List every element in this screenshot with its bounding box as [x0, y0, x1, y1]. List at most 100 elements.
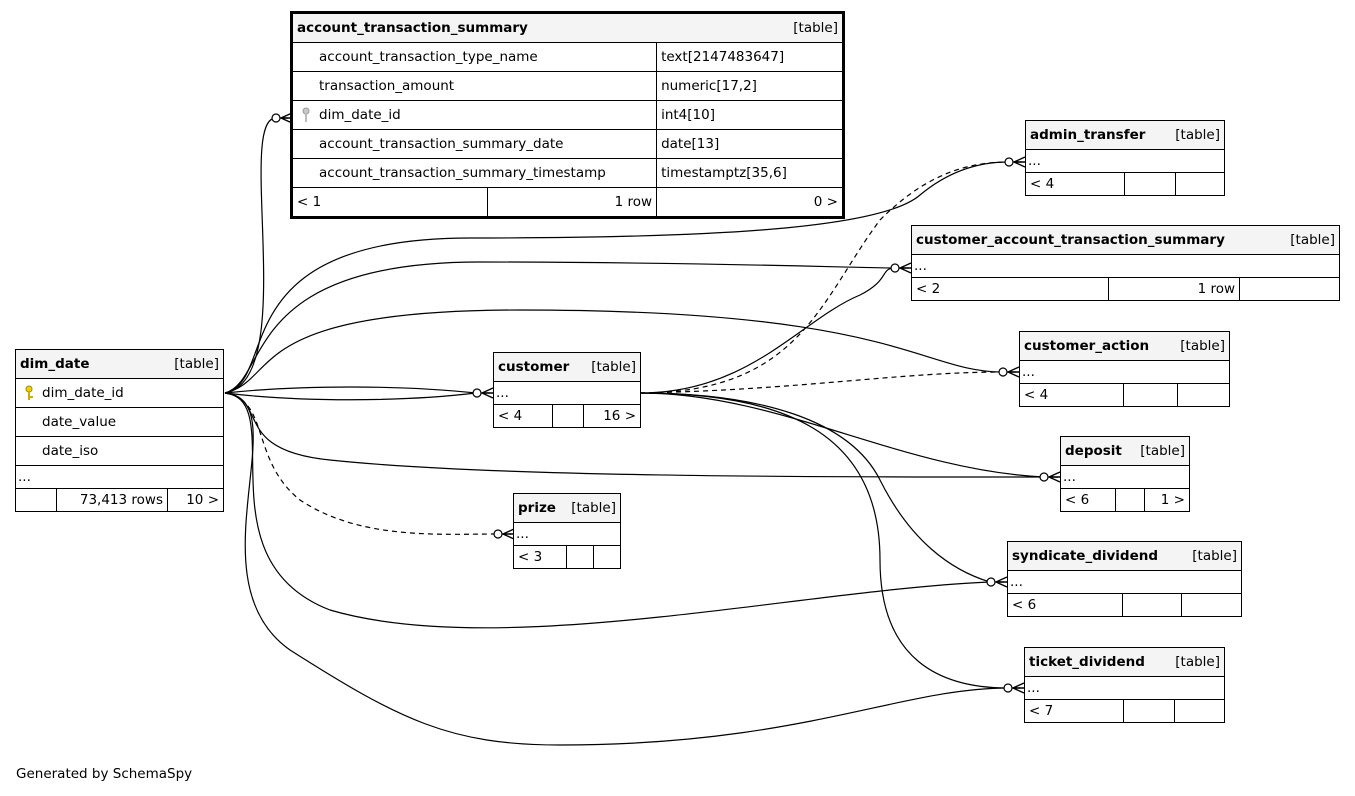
child-count[interactable] — [1181, 593, 1242, 617]
column-row: dim_date_id — [15, 378, 224, 408]
child-count[interactable]: 0 > — [656, 187, 844, 218]
zero-marker — [998, 367, 1008, 377]
table-type: [table] — [1180, 338, 1225, 354]
table-type: [table] — [571, 500, 616, 516]
table-footer: < 3 — [513, 545, 621, 569]
table-type: [table] — [1192, 548, 1237, 564]
table-footer: < 4 — [1019, 383, 1230, 407]
parent-count[interactable]: < 2 — [911, 277, 1109, 301]
child-count[interactable] — [1174, 699, 1225, 723]
edge-customer-syndicate-dividend — [639, 392, 991, 583]
row-count — [1115, 488, 1145, 512]
crowfoot — [1007, 366, 1020, 378]
edge-customer-customer-action — [639, 371, 1004, 394]
child-count[interactable]: 1 > — [1144, 488, 1190, 512]
column-name: transaction_amount — [290, 71, 658, 101]
crowfoot — [1048, 471, 1061, 483]
column-name: dim_date_id — [319, 107, 401, 123]
edge-customer-ticket-dividend — [639, 392, 1009, 689]
columns-ellipsis: ... — [1007, 570, 1242, 594]
table-name: account_transaction_summary — [297, 20, 528, 36]
columns-ellipsis: ... — [1019, 360, 1230, 384]
table-account-transaction-summary[interactable]: account_transaction_summary[table] accou… — [290, 11, 845, 219]
table-name: dim_date — [20, 356, 90, 372]
edge-dim-date-customer-a — [224, 386, 490, 394]
parent-count[interactable]: < 3 — [513, 545, 567, 569]
columns-ellipsis: ... — [493, 381, 641, 405]
row-count — [1122, 593, 1182, 617]
child-count[interactable]: 16 > — [583, 404, 641, 428]
table-ticket-dividend[interactable]: ticket_dividend[table] ... < 7 — [1024, 647, 1225, 723]
zero-marker — [472, 388, 482, 398]
table-prize[interactable]: prize[table] ... < 3 — [513, 493, 621, 569]
edge-dim-date-customer-b — [224, 392, 477, 401]
row-count: 1 row — [1108, 277, 1240, 301]
column-name: account_transaction_type_name — [290, 42, 658, 72]
table-customer-action[interactable]: customer_action[table] ... < 4 — [1019, 331, 1230, 407]
table-type: [table] — [1175, 654, 1220, 670]
columns-ellipsis: ... — [1024, 676, 1225, 700]
crowfoot — [899, 262, 912, 274]
parent-count[interactable]: < 4 — [493, 404, 553, 428]
parent-count[interactable] — [15, 488, 57, 512]
column-type: numeric[17,2] — [656, 71, 844, 101]
child-count[interactable]: 10 > — [167, 488, 224, 512]
column-name: account_transaction_summary_timestamp — [290, 158, 658, 188]
column-type: timestamptz[35,6] — [656, 158, 844, 188]
table-customer[interactable]: customer [table] ... < 4 16 > — [493, 352, 641, 428]
table-footer: < 4 — [1025, 172, 1225, 196]
column-type: date[13] — [656, 129, 844, 159]
table-customer-account-transaction-summary[interactable]: customer_account_transaction_summary[tab… — [911, 225, 1340, 301]
table-type: [table] — [1175, 127, 1220, 143]
child-count[interactable] — [1175, 172, 1225, 196]
row-count — [1123, 699, 1175, 723]
foreign-key-icon — [302, 107, 310, 122]
table-type: [table] — [1290, 232, 1335, 248]
edge-dim-date-account-transaction-summary — [224, 117, 288, 394]
column-row: date_value — [15, 407, 224, 437]
crowfoot — [481, 387, 494, 399]
crowfoot — [995, 576, 1008, 588]
parent-count[interactable]: < 4 — [1025, 172, 1125, 196]
crowfoot — [502, 528, 515, 540]
column-type: int4[10] — [656, 100, 844, 130]
table-type: [table] — [591, 359, 636, 375]
table-footer: < 7 — [1024, 699, 1225, 723]
zero-marker — [1039, 472, 1049, 482]
row-count: 73,413 rows — [56, 488, 168, 512]
child-count[interactable] — [1177, 383, 1230, 407]
table-admin-transfer[interactable]: admin_transfer[table] ... < 4 — [1025, 120, 1225, 196]
column-name: date_value — [15, 407, 224, 437]
child-count[interactable] — [1239, 277, 1340, 301]
table-footer: < 6 — [1007, 593, 1242, 617]
columns-ellipsis: ... — [15, 465, 224, 489]
crowfoot — [1012, 682, 1025, 694]
table-footer: < 4 16 > — [493, 404, 641, 428]
crowfoot — [1013, 156, 1026, 168]
parent-count[interactable]: < 6 — [1007, 593, 1123, 617]
edge-dim-date-deposit — [224, 392, 1058, 478]
child-count[interactable] — [593, 545, 621, 569]
table-type: [table] — [174, 356, 219, 372]
parent-count[interactable]: < 7 — [1024, 699, 1124, 723]
row-count: 1 row — [486, 187, 658, 218]
column-name: dim_date_id — [42, 385, 124, 401]
table-name: syndicate_dividend — [1012, 548, 1159, 564]
table-type: [table] — [1140, 443, 1185, 459]
edge-dim-date-customer-action — [224, 309, 1016, 394]
table-dim-date[interactable]: dim_date[table] dim_date_id date_value d… — [15, 349, 224, 512]
table-syndicate-dividend[interactable]: syndicate_dividend [table] ... < 6 — [1007, 541, 1242, 617]
parent-count[interactable]: < 6 — [1060, 488, 1116, 512]
generated-by-footer: Generated by SchemaSpy — [16, 766, 193, 782]
parent-count[interactable]: < 4 — [1019, 383, 1124, 407]
edge-dim-date-customer-account-transaction-summary — [224, 261, 908, 394]
parent-count[interactable]: < 1 — [291, 187, 488, 218]
table-name: customer — [498, 359, 570, 375]
